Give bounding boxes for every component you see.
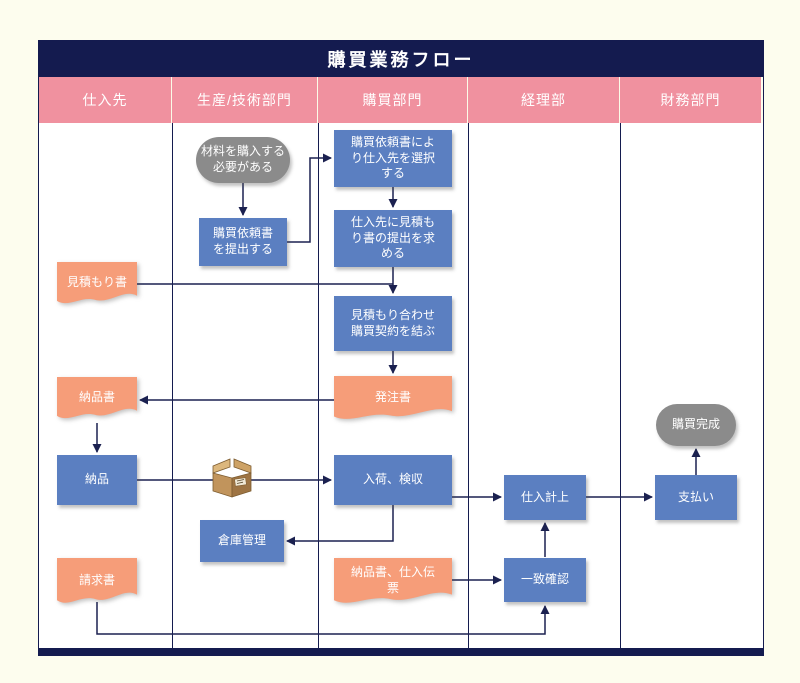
lane-header-finance: 財務部門	[620, 77, 761, 123]
node-quotation-doc: 見積もり書	[57, 262, 137, 308]
cardboard-box-icon	[212, 458, 252, 498]
lane-divider-1	[172, 123, 173, 648]
node-receiving-inspection: 入荷、検収	[334, 455, 452, 505]
lane-header-supplier: 仕入先	[39, 77, 172, 123]
node-slips-doc: 納品書、仕入伝 票	[334, 558, 452, 608]
node-purchase-order-doc-label: 発注書	[374, 389, 411, 404]
lane-header-accounting: 経理部	[468, 77, 620, 123]
document-shape	[334, 376, 452, 419]
lane-divider-3	[468, 123, 469, 648]
node-submit-request: 購買依頼書 を提出する	[199, 218, 287, 266]
lane-header-purchasing: 購買部門	[318, 77, 468, 123]
lane-divider-4	[620, 123, 621, 648]
node-purchase-order-doc: 発注書	[334, 376, 452, 424]
node-payment: 支払い	[655, 475, 737, 520]
node-delivery-note-doc: 納品書	[57, 377, 137, 423]
node-purchase-complete: 購買完成	[656, 404, 736, 446]
lane-header-row: 仕入先 生産/技術部門 購買部門 経理部 財務部門	[39, 77, 763, 123]
node-match-check: 一致確認	[504, 558, 586, 602]
node-slips-doc-label: 納品書、仕入伝 票	[350, 564, 435, 595]
document-shape	[57, 377, 137, 419]
node-request-quote: 仕入先に見積も り書の提出を求 める	[334, 210, 452, 267]
node-invoice-doc-label: 請求書	[78, 572, 115, 587]
node-quotation-doc-label: 見積もり書	[66, 274, 127, 289]
node-delivery: 納品	[57, 455, 137, 505]
node-make-contract: 見積もり合わせ 購買契約を結ぶ	[334, 296, 452, 351]
document-shape	[57, 262, 137, 304]
node-delivery-note-doc-label: 納品書	[78, 389, 115, 404]
document-shape	[57, 558, 137, 603]
diagram-title: 購買業務フロー	[39, 41, 763, 77]
lane-divider-2	[318, 123, 319, 648]
diagram-footer-bar	[39, 648, 763, 655]
node-record-purchase: 仕入計上	[504, 475, 586, 520]
node-need-purchase: 材料を購入する 必要がある	[196, 137, 290, 183]
node-select-supplier: 購買依頼書によ り仕入先を選択 する	[334, 130, 452, 187]
lane-header-production-tech: 生産/技術部門	[172, 77, 318, 123]
node-warehouse-management: 倉庫管理	[200, 520, 284, 562]
document-shape	[334, 558, 452, 603]
node-invoice-doc: 請求書	[57, 558, 137, 608]
